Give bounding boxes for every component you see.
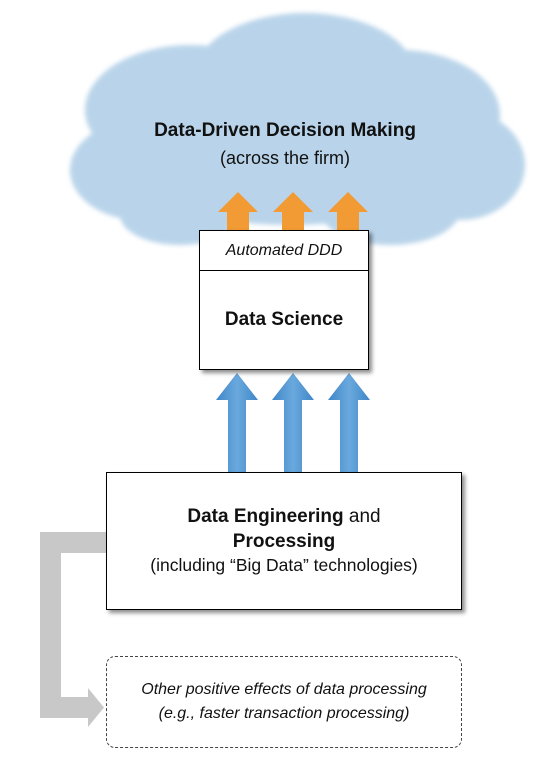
data-engineering-line1: Data Engineering and bbox=[187, 505, 380, 530]
gray-connector-arrow bbox=[40, 532, 108, 727]
data-science-box: Automated DDD Data Science bbox=[199, 230, 369, 370]
automated-ddd-label: Automated DDD bbox=[200, 231, 368, 271]
data-engineering-box: Data Engineering and Processing (includi… bbox=[106, 472, 462, 610]
data-engineering-bold: Data Engineering bbox=[187, 505, 344, 527]
other-effects-line2: (e.g., faster transaction processing) bbox=[158, 705, 410, 722]
other-effects-line1: Other positive effects of data processin… bbox=[141, 681, 427, 698]
orange-arrow-3 bbox=[328, 192, 368, 232]
blue-arrow-1 bbox=[216, 373, 258, 472]
big-data-line: (including “Big Data” technologies) bbox=[150, 555, 418, 576]
other-effects-box: Other positive effects of data processin… bbox=[106, 656, 462, 748]
orange-arrows bbox=[218, 192, 368, 232]
and-text: and bbox=[343, 505, 381, 527]
orange-arrow-1 bbox=[218, 192, 258, 232]
orange-arrow-2 bbox=[273, 192, 313, 232]
blue-arrows bbox=[216, 373, 370, 472]
cloud-subtitle: (across the firm) bbox=[219, 148, 351, 168]
data-engineering-line2: Processing bbox=[233, 530, 335, 555]
cloud-title: Data-Driven Decision Making bbox=[154, 120, 416, 141]
processing-bold: Processing bbox=[232, 530, 336, 552]
blue-arrow-2 bbox=[272, 373, 314, 472]
blue-arrow-3 bbox=[328, 373, 370, 472]
data-science-label: Data Science bbox=[224, 309, 344, 330]
